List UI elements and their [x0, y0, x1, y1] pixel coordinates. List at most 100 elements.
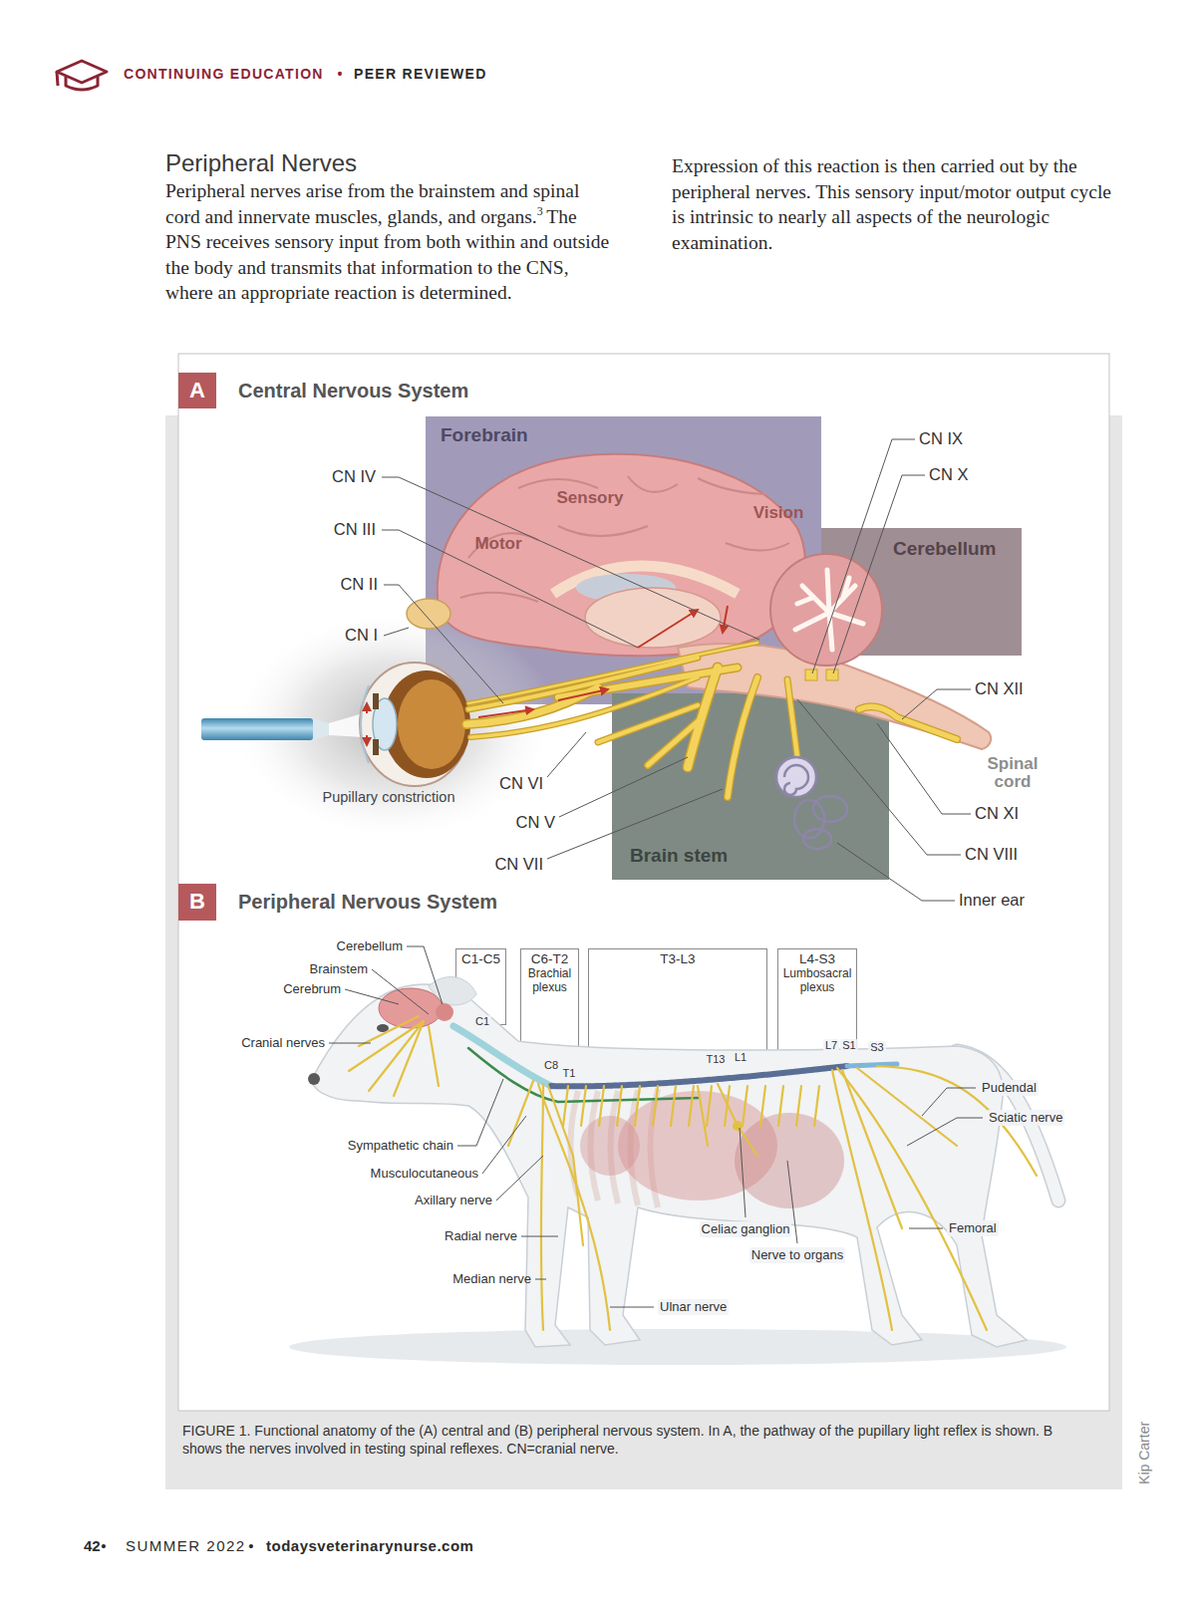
spinal-nerves [581, 1086, 587, 1127]
spinal-nerves [368, 1021, 424, 1092]
leader-lines [381, 530, 638, 648]
cerebrum [406, 454, 806, 657]
spine-bracket: T3-L3 [588, 948, 768, 1061]
nerve-label: CN IV [331, 467, 376, 488]
footer-text: todaysveterinarynurse.com [266, 1537, 474, 1556]
leader-lines [559, 757, 688, 818]
spinal-nerves [837, 1068, 987, 1331]
cranial-nerves [468, 657, 698, 710]
box-heading: A [189, 377, 206, 404]
vertebra-label: S3 [868, 1041, 886, 1055]
figure-caption: FIGURE 1. Functional anatomy of the (A) … [182, 1422, 1095, 1459]
nerve-label: CN IX [918, 429, 963, 450]
inner-ear [803, 829, 832, 850]
dog [307, 1073, 320, 1086]
nerve-label: CN VIII [964, 845, 1018, 866]
cranial-nerves [466, 642, 957, 798]
box-heading: C6-T2 [531, 951, 570, 968]
spinal-nerves [541, 1084, 544, 1331]
part-label: Cerebellum [336, 938, 403, 955]
spinal-nerves [857, 1068, 957, 1147]
cranial-nerves [466, 642, 957, 798]
spinal-nerves [393, 1021, 424, 1097]
cerebrum [460, 593, 539, 602]
reflex-arrows [478, 605, 728, 718]
footer-text: • [100, 1537, 106, 1556]
cranial-nerves [647, 717, 703, 766]
spinal-nerves [733, 1122, 742, 1131]
inner-ear [776, 757, 817, 798]
spinal-nerves [697, 1086, 708, 1147]
box-heading: C1-C5 [461, 951, 501, 968]
page-number: 42 [83, 1537, 101, 1556]
leader-lines [547, 789, 723, 860]
cranial-nerves [787, 679, 798, 758]
cap-icon [56, 60, 107, 90]
spinal-nerves [742, 1086, 748, 1127]
box-subtext: Brachial plexus [524, 967, 576, 996]
cerebellum [829, 612, 864, 624]
panel-heading: Central Nervous System [238, 378, 469, 403]
header-text: PEER REVIEWED [353, 65, 488, 83]
vertebra-label: S1 [840, 1039, 858, 1053]
leader-lines [877, 723, 971, 815]
reflex-label: Pupillary constriction [322, 789, 456, 807]
cerebrum [437, 454, 806, 657]
spinal-nerves [348, 1016, 1037, 1331]
area-label: Vision [753, 503, 805, 524]
penlight [328, 713, 363, 738]
spinal-nerves [717, 1084, 758, 1157]
nerve-label: Axillary nerve [414, 1193, 493, 1209]
cerebrum [585, 588, 721, 648]
cranial-nerves [727, 677, 758, 798]
spinal-nerves [778, 1086, 784, 1127]
cranial-nerves [466, 642, 957, 798]
reflex-arrows [478, 709, 534, 718]
eye [372, 739, 379, 756]
eye [365, 703, 368, 714]
box-heading: Forebrain [440, 424, 529, 448]
penlight [201, 718, 313, 741]
nerve-label: Musculocutaneous [370, 1166, 479, 1183]
nerve-label: Radial nerve [444, 1228, 518, 1245]
nerve-label: CN VI [499, 774, 544, 795]
cerebrum [725, 543, 790, 552]
vertebra-label: T1 [561, 1067, 579, 1081]
cranial-nerves [470, 677, 698, 738]
panel-heading: Peripheral Nervous System [238, 890, 498, 914]
leader-lines [535, 1279, 547, 1281]
nerve-label: Femoral [946, 1220, 999, 1237]
cranial-nerves [598, 705, 698, 743]
area-label: Motor [474, 534, 522, 555]
spine [551, 1066, 848, 1087]
cranial-nerves [826, 669, 839, 681]
panel-badge: B [178, 884, 217, 921]
leader-lines [906, 1118, 983, 1147]
eye [365, 735, 368, 746]
leader-lines [547, 732, 587, 778]
vertebra-label: C8 [542, 1059, 561, 1073]
footer-text: SUMMER 2022 [125, 1537, 247, 1556]
leader-lines [381, 477, 760, 640]
cranial-nerves [787, 679, 798, 758]
leader-lines [381, 439, 971, 901]
leader-lines [496, 1156, 544, 1201]
spinal-nerves [760, 1086, 766, 1127]
dog [289, 977, 1067, 1366]
spinal-nerves [670, 1086, 676, 1127]
cerebellum [795, 612, 830, 630]
artist-credit: Kip Carter [1137, 1421, 1155, 1485]
spinal-nerves [563, 1086, 569, 1127]
spinal-nerves [598, 1086, 604, 1127]
footnote-number: 3 [537, 204, 544, 219]
nerve-label: Pudendal [979, 1080, 1039, 1097]
part-label: Brainstem [308, 961, 368, 978]
body-column: Expression of this reaction is then carr… [671, 153, 1119, 256]
nerve-label: CN XII [974, 679, 1024, 700]
spinal-nerves [548, 1086, 584, 1246]
vertebra-label: L1 [732, 1051, 749, 1065]
spine [453, 1026, 552, 1087]
cerebrum [406, 598, 451, 629]
cranial-nerves [859, 706, 957, 740]
eye [372, 693, 379, 710]
